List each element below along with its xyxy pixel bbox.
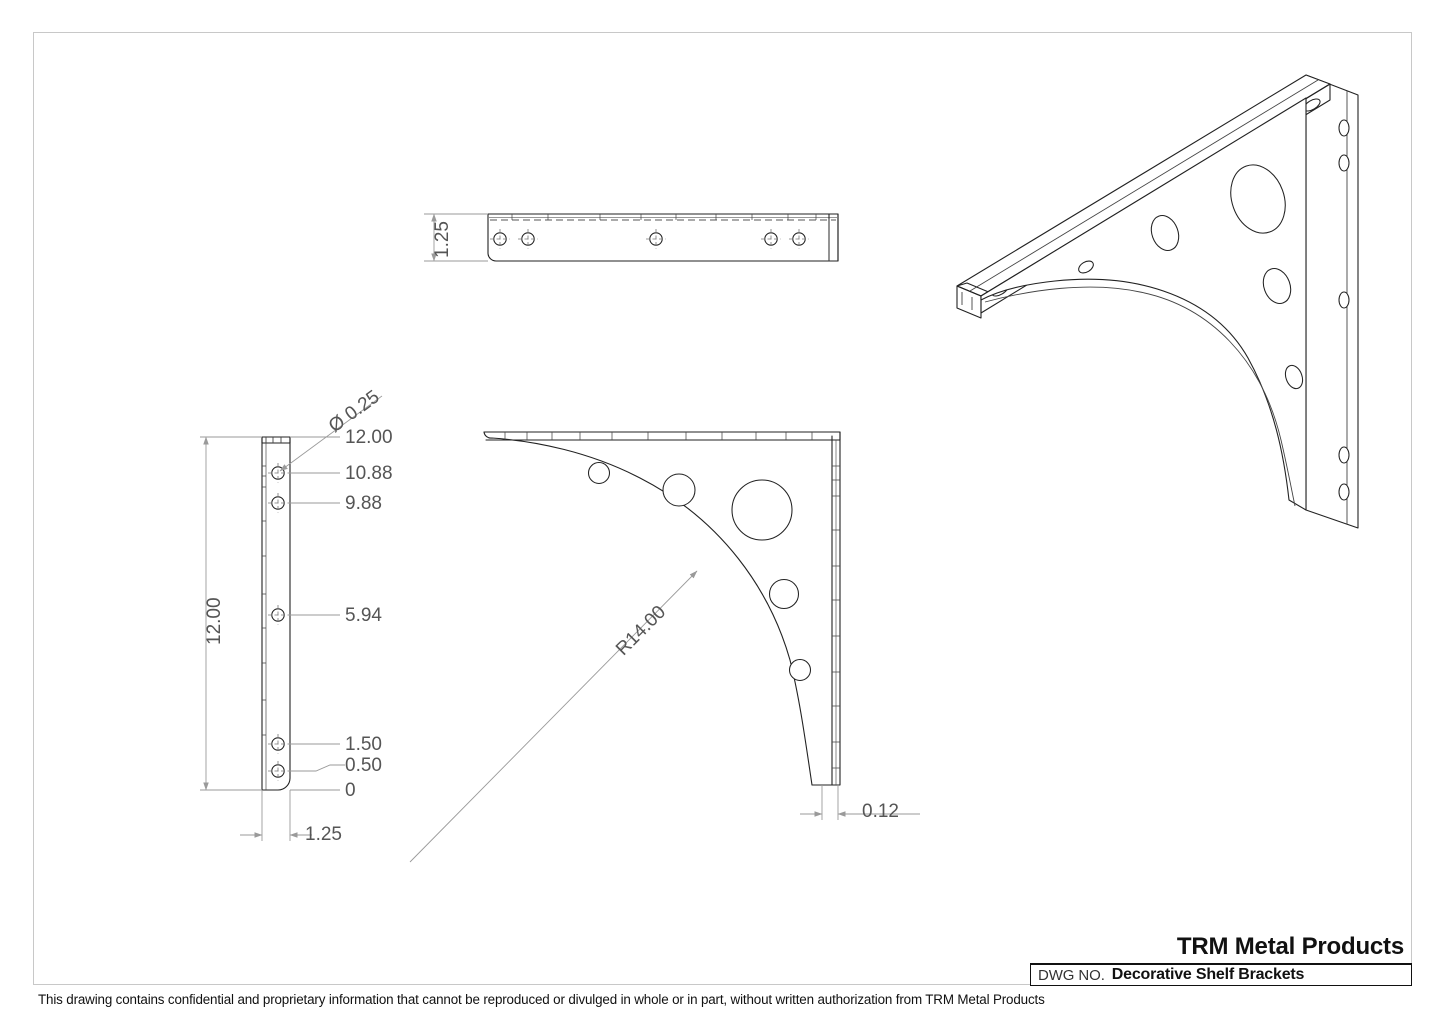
dwg-no-value: Decorative Shelf Brackets	[1111, 966, 1305, 983]
top-view-geometry	[424, 213, 839, 262]
side-view-overall-width: 1.25	[305, 824, 342, 845]
title-block-dwg-row: DWG NO. Decorative Shelf Brackets	[1030, 963, 1412, 986]
ordinate-label-0-50: 0.50	[345, 755, 382, 776]
side-view-geometry	[200, 395, 383, 841]
front-view-decorative-holes	[587, 461, 812, 682]
iso-right-flange-holes	[1338, 119, 1350, 501]
front-view-geometry	[409, 431, 920, 863]
drawing-border	[33, 32, 1412, 985]
ordinate-label-1-50: 1.50	[345, 734, 382, 755]
ordinate-label-9-88: 9.88	[345, 493, 382, 514]
ordinate-label-0: 0	[345, 780, 356, 801]
top-view-holes	[490, 229, 809, 249]
ordinate-label-12-00: 12.00	[345, 427, 393, 448]
iso-web-holes	[1078, 164, 1304, 390]
front-view-thickness: 0.12	[862, 801, 899, 822]
dwg-no-label: DWG NO.	[1038, 966, 1105, 984]
top-view-dim-1-25: 1.25	[432, 221, 453, 258]
ordinate-label-10-88: 10.88	[345, 463, 393, 484]
iso-view-geometry	[956, 74, 1359, 529]
title-block-company: TRM Metal Products	[1176, 932, 1404, 960]
ordinate-label-5-94: 5.94	[345, 605, 382, 626]
confidentiality-note: This drawing contains confidential and p…	[38, 991, 1045, 1007]
side-view-overall-height: 12.00	[204, 597, 225, 645]
